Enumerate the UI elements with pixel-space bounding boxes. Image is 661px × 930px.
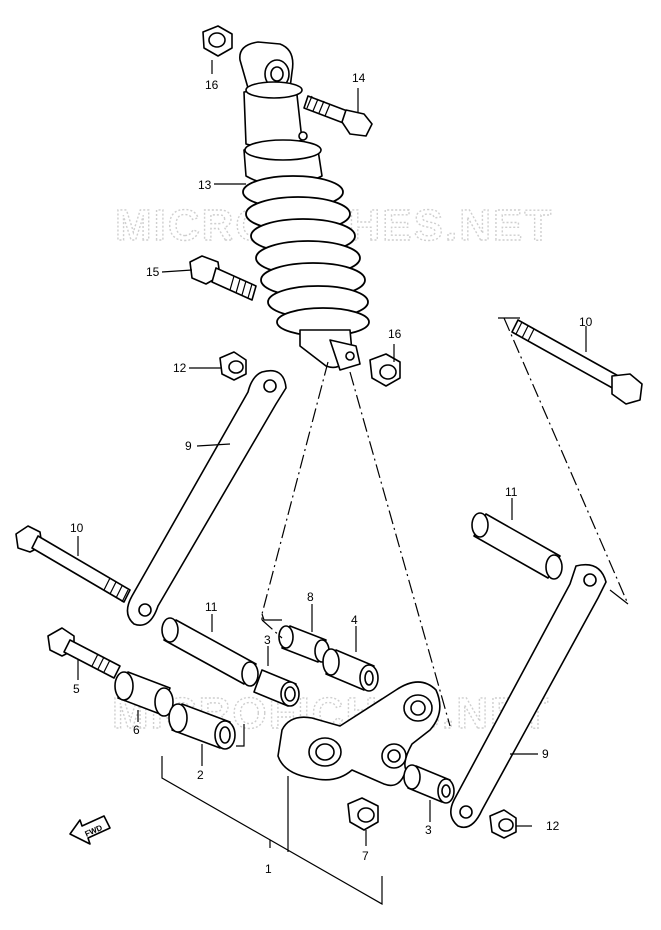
label-4: 4 <box>351 613 358 627</box>
label-7: 7 <box>362 849 369 863</box>
bolt-14 <box>303 95 373 137</box>
spacer-8 <box>278 625 330 663</box>
bearing-4 <box>322 648 379 692</box>
label-12-right: 12 <box>546 819 560 833</box>
spacer-6 <box>114 671 174 717</box>
nut-16-top <box>202 25 233 57</box>
cushion-rod-9-right <box>450 563 607 829</box>
label-10-left: 10 <box>70 521 84 535</box>
rear-shock-absorber <box>239 41 370 371</box>
label-5: 5 <box>73 682 80 696</box>
label-2: 2 <box>197 768 204 782</box>
bolt-15 <box>189 255 257 301</box>
bearing-3-lower <box>403 764 455 804</box>
nut-12-right <box>489 809 517 839</box>
bearing-2 <box>168 703 236 750</box>
label-9-right: 9 <box>542 747 549 761</box>
nut-7 <box>347 797 379 831</box>
label-16-lower: 16 <box>388 327 402 341</box>
label-8: 8 <box>307 590 314 604</box>
label-3-lower: 3 <box>425 823 432 837</box>
label-12-left: 12 <box>173 361 187 375</box>
part-labels: 16 14 13 15 16 12 10 9 10 11 11 8 4 3 5 … <box>70 71 593 876</box>
label-13: 13 <box>198 178 212 192</box>
label-11-center: 11 <box>205 600 218 614</box>
label-16-top: 16 <box>205 78 219 92</box>
label-1: 1 <box>265 862 272 876</box>
cushion-rod-9-left <box>126 369 287 626</box>
label-10-right: 10 <box>579 315 593 329</box>
sleeve-11-center <box>161 617 259 687</box>
cushion-lever-1 <box>277 681 441 787</box>
bearing-3-upper <box>253 669 300 707</box>
alignment-lines <box>261 317 629 727</box>
leader-lines <box>77 60 587 906</box>
label-14: 14 <box>352 71 366 85</box>
sleeve-11-right <box>471 512 563 580</box>
label-9-left: 9 <box>185 439 192 453</box>
bolt-5 <box>47 627 121 679</box>
label-6: 6 <box>133 723 140 737</box>
bolt-10-left <box>15 525 131 603</box>
label-15: 15 <box>146 265 160 279</box>
label-11-right: 11 <box>505 485 518 499</box>
nut-12-left <box>219 351 247 381</box>
nut-16-lower <box>369 353 401 387</box>
bolt-10-right <box>511 319 643 405</box>
label-3-upper: 3 <box>264 633 271 647</box>
fwd-arrow-icon: FWD <box>69 815 111 845</box>
